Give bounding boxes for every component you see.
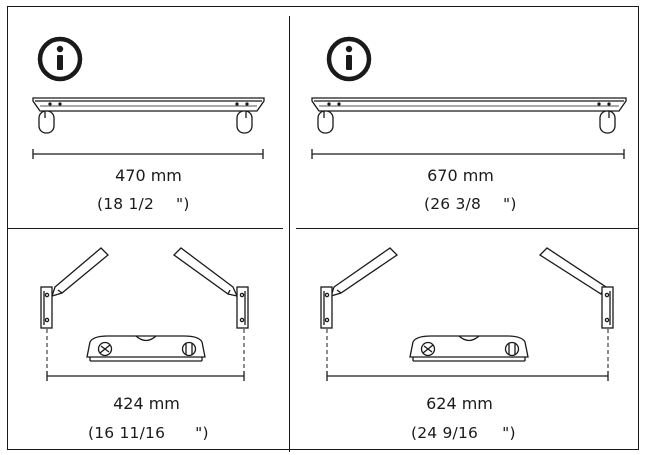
panel-bottom-left: 424 mm (16 11/16 ") <box>0 229 289 455</box>
horizontal-divider-left <box>7 228 283 229</box>
bracket-right <box>601 286 614 329</box>
measure-inches: (26 3/8 ") <box>424 195 517 213</box>
pencil-right <box>173 247 239 297</box>
dimension-line <box>32 149 264 159</box>
panel-top-right-drawing <box>311 36 627 159</box>
measure-mm: 470 mm <box>115 166 182 185</box>
measure-inches: (16 11/16 ") <box>88 424 209 442</box>
measure-mm: 670 mm <box>427 166 494 185</box>
bracket-left <box>40 286 53 329</box>
shelf-drawing <box>32 97 265 134</box>
inches-unit: ") <box>503 195 517 213</box>
bracket-right <box>236 286 249 329</box>
measure-inches: (18 1/2 ") <box>97 195 190 213</box>
horizontal-divider-right <box>296 228 639 229</box>
info-icon <box>326 36 372 82</box>
pencil-left <box>50 247 109 297</box>
inches-value: (16 11/16 <box>88 424 166 442</box>
panel-top-left: 470 mm (18 1/2 ") <box>0 0 289 228</box>
inches-unit: ") <box>195 424 209 442</box>
spirit-level <box>409 335 529 362</box>
panel-bottom-left-drawing <box>40 247 249 381</box>
inches-unit: ") <box>502 424 516 442</box>
panel-bottom-right: 624 mm (24 9/16 ") <box>290 229 639 455</box>
measure-mm: 424 mm <box>113 394 180 413</box>
shelf-drawing <box>311 97 627 134</box>
panel-top-left-drawing <box>32 36 265 159</box>
pencil-left <box>329 247 399 297</box>
panel-top-right: 670 mm (26 3/8 ") <box>290 0 639 228</box>
inches-value: (18 1/2 <box>97 195 155 213</box>
dimension-line <box>46 371 245 381</box>
dimension-line <box>326 371 609 381</box>
bracket-left <box>320 286 333 329</box>
measure-inches: (24 9/16 ") <box>411 424 516 442</box>
guide-lines-dashed <box>326 329 609 374</box>
info-icon <box>37 36 83 82</box>
panel-bottom-right-drawing <box>320 247 614 381</box>
dimension-line <box>311 149 625 159</box>
spirit-level <box>86 335 206 362</box>
measure-mm: 624 mm <box>426 394 493 413</box>
pencil-right <box>538 247 612 297</box>
guide-lines-dashed <box>46 329 245 374</box>
inches-value: (26 3/8 <box>424 195 482 213</box>
vertical-divider <box>289 16 290 452</box>
inches-value: (24 9/16 <box>411 424 479 442</box>
inches-unit: ") <box>176 195 190 213</box>
